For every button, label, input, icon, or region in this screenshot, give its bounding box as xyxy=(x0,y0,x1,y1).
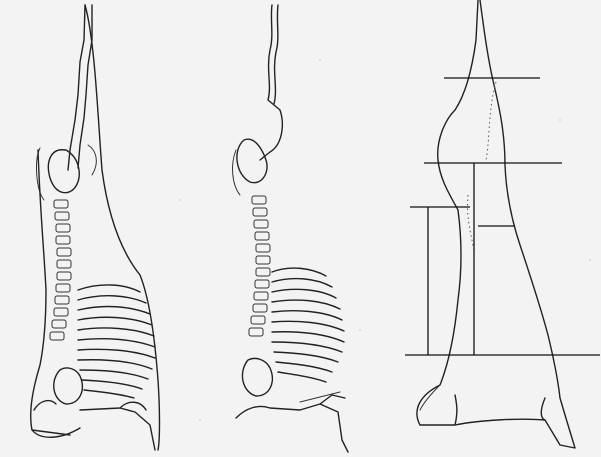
dotted-boundary-rump xyxy=(486,82,496,160)
foreshank-cut xyxy=(541,398,545,420)
femur-joint xyxy=(237,139,267,182)
carcass-outline xyxy=(417,0,575,448)
forelimb-bones xyxy=(80,402,155,450)
paper-grain xyxy=(179,59,591,421)
brisket-shank-cut xyxy=(455,395,457,425)
rib-cage xyxy=(272,268,344,382)
sternum xyxy=(300,392,340,402)
dotted-boundary-flank xyxy=(467,195,474,250)
forelimb-bones xyxy=(236,395,348,452)
panel-carcass-with-skeleton xyxy=(31,5,160,450)
pelvis-outline xyxy=(37,145,97,200)
femur-joint xyxy=(48,150,79,193)
panel-skeleton-only xyxy=(233,5,348,452)
carcass-outline xyxy=(31,5,160,450)
panel-carcass-cut-outline xyxy=(405,0,600,448)
shoulder-blade xyxy=(242,358,272,396)
hind-leg-bones xyxy=(260,5,282,160)
shoulder-blade xyxy=(54,368,83,404)
spine-vertebrae xyxy=(249,196,270,336)
spine-vertebrae xyxy=(50,200,71,340)
rib-cage xyxy=(78,285,155,398)
neck-outline xyxy=(32,401,70,435)
